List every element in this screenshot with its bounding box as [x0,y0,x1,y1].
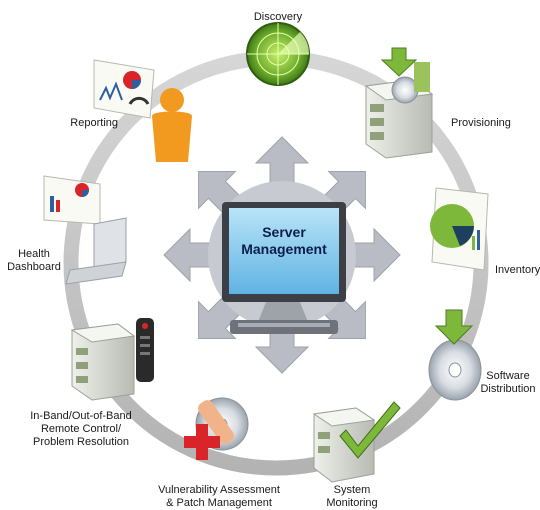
cd-download-icon [428,309,482,401]
server-download-icon [364,47,434,159]
center-title-line1: Server [262,224,306,240]
server-remote-icon [70,318,154,401]
presenter-chart-icon [93,59,192,162]
label-health-dashboard: Health Dashboard [7,248,61,273]
server-checkmark-icon [312,401,401,483]
center-title-line2: Management [241,241,327,257]
pie-report-icon [430,187,489,271]
server-management-title: Server Management [232,224,336,258]
label-discovery: Discovery [253,11,303,23]
label-reporting: Reporting [70,117,118,129]
label-provisioning: Provisioning [451,117,511,129]
radar-icon [246,22,310,86]
laptop-dashboard-icon [43,175,127,285]
server-management-monitor-icon [222,202,346,334]
label-vulnerability-assessment: Vulnerability Assessment & Patch Managem… [158,484,280,509]
cd-bandage-icon [184,397,249,460]
label-system-monitoring: System Monitoring [326,484,378,509]
label-remote-control: In-Band/Out-of-Band Remote Control/ Prob… [30,410,132,448]
label-software-distribution: Software Distribution [480,370,536,395]
label-inventory: Inventory [495,264,540,276]
